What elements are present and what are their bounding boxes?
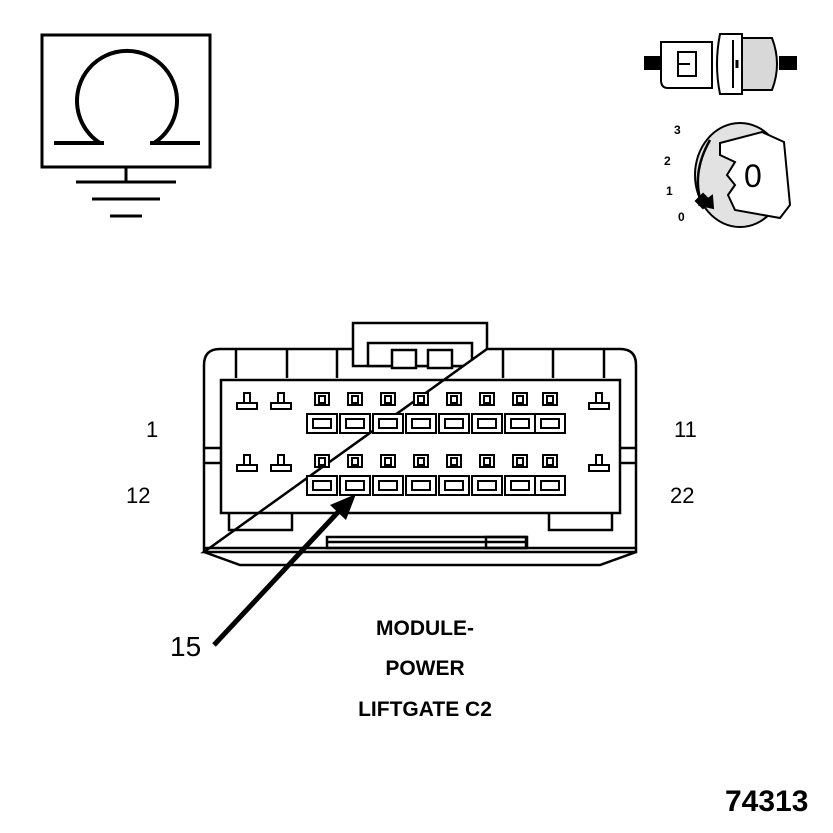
terminal-cavity-row1-1 bbox=[306, 392, 338, 434]
ohmmeter-ground-icon bbox=[40, 33, 212, 218]
key-position-1: 1 bbox=[666, 184, 673, 198]
connector-title-line-1: MODULE- bbox=[376, 617, 474, 640]
terminal-cavity-row1-2 bbox=[339, 392, 371, 434]
terminal-cavity-row1-8 bbox=[534, 392, 566, 434]
terminal-cavity-row2-8 bbox=[534, 454, 566, 496]
figure-id: 74313 bbox=[725, 785, 809, 818]
ignition-key-icon bbox=[694, 122, 792, 228]
terminal-cavity-row1-4 bbox=[405, 392, 437, 434]
terminal-small-right-row1 bbox=[588, 392, 610, 410]
key-position-0: 0 bbox=[678, 210, 685, 224]
key-position-3: 3 bbox=[674, 123, 681, 137]
terminal-cavity-row1-6 bbox=[471, 392, 503, 434]
pin-label-22: 22 bbox=[670, 483, 695, 508]
terminal-cavity-row2-4 bbox=[405, 454, 437, 496]
terminal-cavity-row2-7 bbox=[504, 454, 536, 496]
pin-label-12: 12 bbox=[126, 483, 151, 508]
callout-arrow bbox=[212, 494, 356, 647]
terminal-cavity-row1-5 bbox=[438, 392, 470, 434]
key-position-2: 2 bbox=[664, 154, 671, 168]
pin-label-11: 11 bbox=[674, 417, 697, 442]
connector-housing bbox=[200, 321, 638, 567]
terminal-small-left-a-row2 bbox=[236, 454, 258, 472]
terminal-cavity-row2-3 bbox=[372, 454, 404, 496]
callout-pin-number: 15 bbox=[170, 631, 202, 662]
terminal-small-left-b-row2 bbox=[270, 454, 292, 472]
connector-title-line-2: POWER bbox=[385, 657, 465, 680]
terminal-cavity-row1-3 bbox=[372, 392, 404, 434]
terminal-cavities bbox=[236, 392, 610, 496]
connector-title-line-3: LIFTGATE C2 bbox=[358, 698, 492, 721]
key-label: 0 bbox=[744, 158, 762, 194]
terminal-cavity-row2-1 bbox=[306, 454, 338, 496]
pin-label-1: 1 bbox=[146, 417, 159, 442]
disconnect-connector-icon bbox=[644, 33, 797, 95]
terminal-cavity-row1-7 bbox=[504, 392, 536, 434]
terminal-small-right-row2 bbox=[588, 454, 610, 472]
terminal-small-left-b-row1 bbox=[270, 392, 292, 410]
terminal-cavity-row2-2 bbox=[339, 454, 371, 496]
terminal-cavity-row2-5 bbox=[438, 454, 470, 496]
terminal-small-left-a-row1 bbox=[236, 392, 258, 410]
terminal-cavity-row2-6 bbox=[471, 454, 503, 496]
